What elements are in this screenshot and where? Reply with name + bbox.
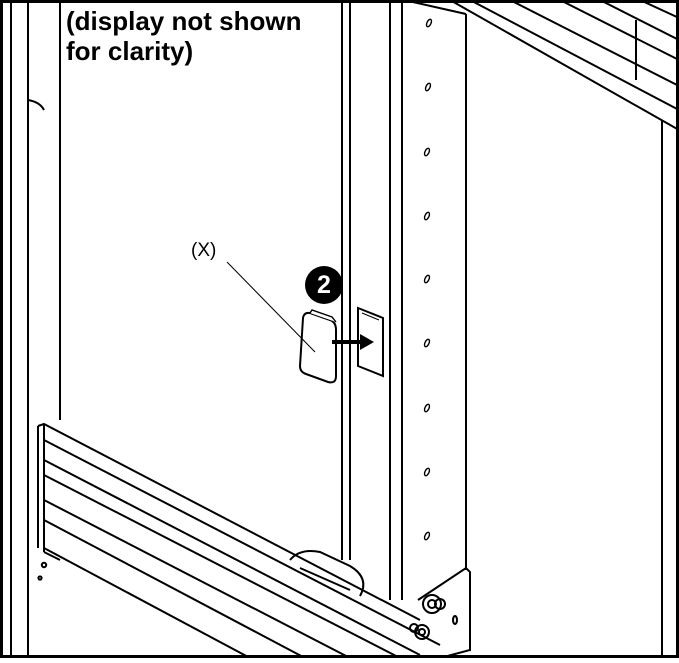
vertical-post: [389, 0, 467, 600]
callout-leader: [226, 261, 316, 353]
cap-part: [298, 309, 337, 384]
diagram-caption: (display not shown for clarity): [66, 6, 306, 66]
caption-line-1: (display not shown: [66, 6, 302, 36]
caption-line-2: for clarity): [66, 36, 194, 66]
top-rail: [449, 0, 679, 131]
bracket-hardware: [289, 550, 471, 659]
left-panel: [10, 0, 48, 658]
mounting-rail: [37, 422, 441, 659]
part-x-label: (X): [191, 240, 217, 261]
step-number-badge: 2: [305, 266, 343, 304]
motion-arrow: [332, 334, 374, 350]
post-holes: [423, 18, 433, 541]
